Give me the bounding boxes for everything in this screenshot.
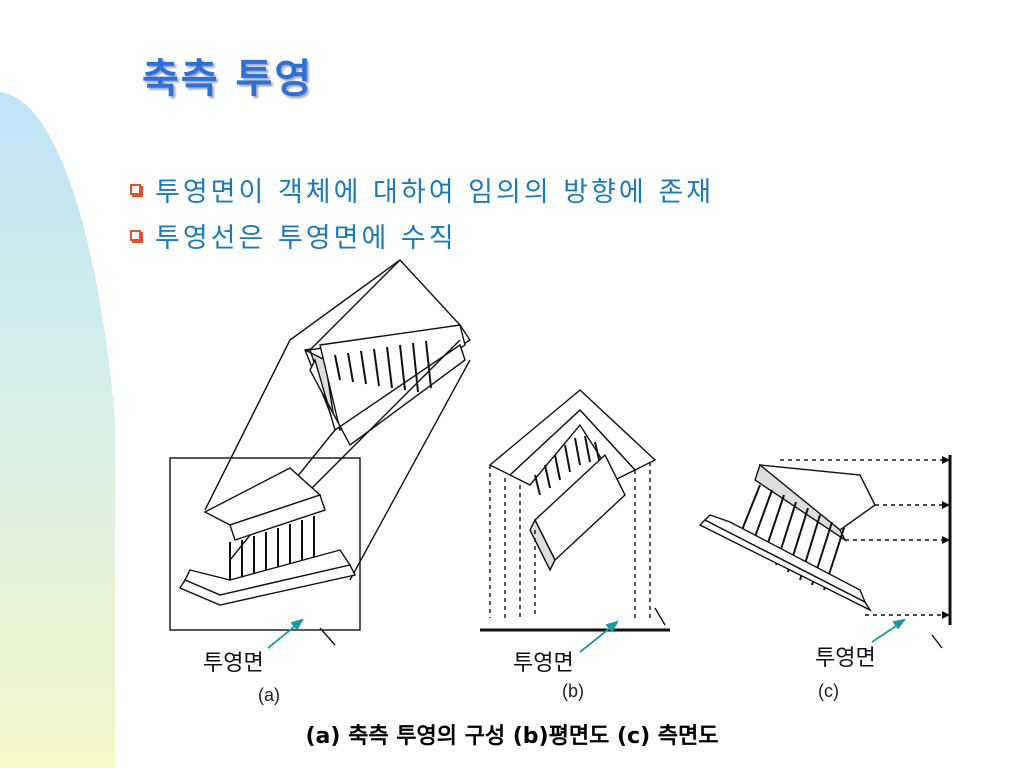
axonometric-projection-figure [169, 258, 952, 653]
temple-upper-a [289, 258, 471, 447]
bullet-item: 투영면이 객체에 대하여 임의의 방향에 존재 [130, 166, 714, 212]
pointer-arrows [267, 618, 907, 653]
projection-plane-label-a: 투영면 [203, 651, 264, 676]
checkbox-bullet-icon [130, 229, 143, 243]
temple-side-c [698, 455, 952, 649]
temple-plan-b [480, 389, 670, 632]
bullet-text: 투영선은 투영면에 수직 [155, 222, 457, 254]
sub-label-a: (a) [258, 685, 280, 705]
slide-title: 축측 투영 [142, 56, 314, 102]
projection-plane-a [169, 457, 361, 631]
figure-caption: (a) 축측 투영의 구성 (b)평면도 (c) 측면도 [305, 724, 719, 749]
sub-label-b: (b) [562, 681, 584, 701]
sub-label-c: (c) [818, 681, 839, 701]
projection-plane-label-c: 투영면 [815, 646, 876, 671]
temple-lower-a [178, 467, 357, 606]
left-gradient-decoration [0, 92, 115, 768]
bullet-text: 투영면이 객체에 대하여 임의의 방향에 존재 [155, 176, 715, 208]
bullet-list: 투영면이 객체에 대하여 임의의 방향에 존재 투영선은 투영면에 수직 [130, 166, 714, 258]
projection-plane-label-b: 투영면 [513, 651, 574, 676]
checkbox-bullet-icon [130, 183, 143, 197]
bullet-item: 투영선은 투영면에 수직 [130, 212, 714, 258]
